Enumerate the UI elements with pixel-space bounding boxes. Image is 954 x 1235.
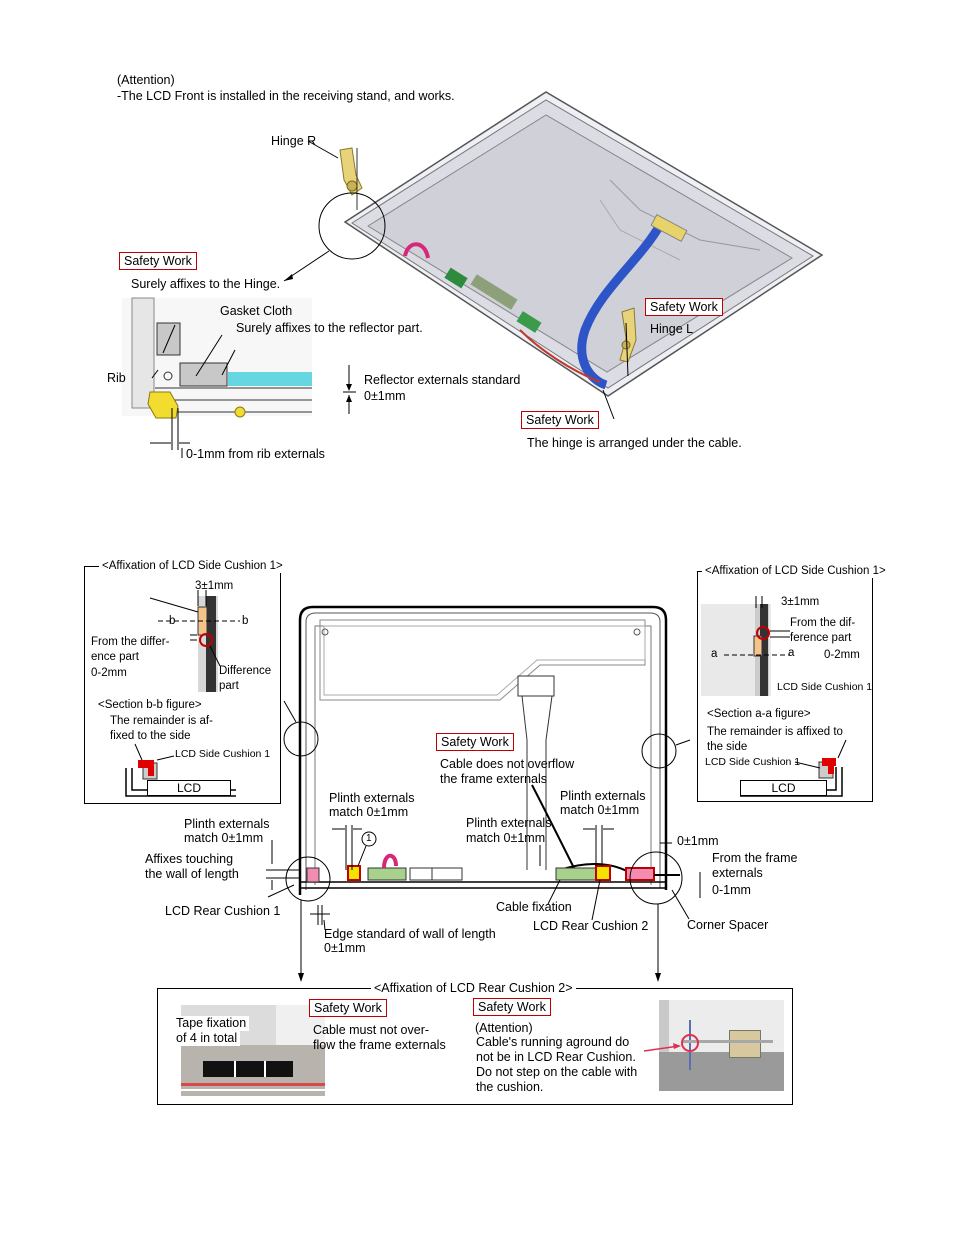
cable-overflow-line: Cable must not over- (313, 1023, 430, 1037)
right-section-title: <Section a-a figure> (707, 708, 811, 720)
right-diff-line: 0-2mm (824, 649, 860, 661)
safety-work-badge: Safety Work (436, 733, 514, 751)
gasket-note: Surely affixes to the reflector part. (236, 321, 423, 335)
cable-overflow-line: flow the frame externals (313, 1038, 446, 1052)
safety-hinge-note: Surely affixes to the Hinge. (131, 277, 281, 291)
safety-work-badge: Safety Work (119, 252, 197, 270)
edge-standard-line: Edge standard of wall of length (324, 927, 496, 941)
edge-standard-line: 0±1mm (324, 941, 366, 955)
cable-cushion-photo (659, 1000, 784, 1091)
tape-fixation-line: Tape fixation (176, 1016, 250, 1031)
safety-work-badge: Safety Work (521, 411, 599, 429)
right-cushion-photo-label: LCD Side Cushion 1 (777, 681, 873, 693)
rear-cushion-2-label: LCD Rear Cushion 2 (533, 919, 649, 933)
reflector-standard-label: Reflector externals standard (364, 373, 521, 387)
circled-number-1: 1 (366, 833, 372, 844)
from-frame-line: externals (712, 866, 763, 880)
reflector-tolerance: 0±1mm (364, 389, 406, 403)
left-remainder-line: fixed to the side (110, 730, 191, 742)
left-diff-line: 0-2mm (91, 667, 127, 679)
plinth-label: Plinth externals (466, 816, 552, 830)
gasket-cloth-label: Gasket Cloth (220, 304, 293, 318)
right-remainder-line: The remainder is affixed to (707, 726, 843, 738)
cable-note-line: the frame externals (440, 772, 547, 786)
right-lcd-box: LCD (740, 780, 827, 796)
affixes-line: Affixes touching (145, 852, 234, 866)
right-diff-line: ference part (790, 632, 852, 644)
corner-spacer-label: Corner Spacer (687, 918, 769, 932)
plinth-label: Plinth externals (560, 789, 646, 803)
from-frame-line: 0-1mm (712, 883, 751, 897)
safety-work-badge: Safety Work (309, 999, 387, 1017)
right-a-marker: a (711, 648, 718, 660)
attention-line: Do not step on the cable with (476, 1065, 638, 1079)
tape-fixation-line: of 4 in total (176, 1031, 241, 1046)
hinge-cable-note: The hinge is arranged under the cable. (527, 436, 742, 450)
frame-tolerance: 0±1mm (677, 834, 719, 848)
left-diff-line: From the differ- (91, 636, 170, 648)
attention-title: (Attention) (117, 73, 175, 87)
right-a-marker: a (788, 647, 795, 659)
left-remainder-line: The remainder is af- (110, 715, 213, 727)
left-lcd-box: LCD (147, 780, 231, 796)
affixes-line: the wall of length (145, 867, 239, 881)
left-difference-label: Difference (219, 665, 272, 677)
plinth-label: Plinth externals (184, 817, 270, 831)
from-frame-line: From the frame (712, 851, 798, 865)
right-remainder-line: the side (707, 741, 748, 753)
right-diff-line: From the dif- (790, 617, 856, 629)
hinge-l-label: Hinge L (650, 322, 694, 336)
attention-line: not be in LCD Rear Cushion. (476, 1050, 636, 1064)
safety-work-badge: Safety Work (473, 998, 551, 1016)
plinth-tolerance: match 0±1mm (184, 831, 264, 845)
hinge-r-label: Hinge R (271, 134, 317, 148)
left-cushion-label: LCD Side Cushion 1 (175, 748, 271, 760)
cable-note-line: Cable does not overflow (440, 757, 575, 771)
right-panel-title: <Affixation of LCD Side Cushion 1> (702, 564, 889, 578)
attention-line: -The LCD Front is installed in the recei… (117, 89, 455, 103)
plinth-tolerance: match 0±1mm (466, 831, 546, 845)
attention-label: (Attention) (475, 1021, 533, 1035)
left-b-marker: b (242, 615, 249, 627)
rib-externals-note: 0-1mm from rib externals (186, 447, 325, 461)
plinth-tolerance: match 0±1mm (329, 805, 409, 819)
rib-label: Rib (107, 371, 126, 385)
left-section-title: <Section b-b figure> (98, 699, 202, 711)
safety-work-badge: Safety Work (645, 298, 723, 316)
attention-line: the cushion. (476, 1080, 544, 1094)
right-cushion-label: LCD Side Cushion 1 (705, 756, 801, 768)
plinth-tolerance: match 0±1mm (560, 803, 640, 817)
left-difference-label: part (219, 680, 239, 692)
left-dim-3mm: 3±1mm (195, 580, 234, 592)
lcd-front-assembly-illustration (122, 91, 824, 458)
left-b-marker: b (169, 615, 176, 627)
rear-cushion-panel-title: <Affixation of LCD Rear Cushion 2> (371, 981, 576, 996)
attention-line: Cable's running aground do (476, 1035, 630, 1049)
left-diff-line: ence part (91, 651, 139, 663)
rear-cushion-1-label: LCD Rear Cushion 1 (165, 904, 281, 918)
right-dim-3mm: 3±1mm (781, 596, 820, 608)
left-panel-title: <Affixation of LCD Side Cushion 1> (99, 559, 286, 573)
plinth-label: Plinth externals (329, 791, 415, 805)
cable-fixation-label: Cable fixation (496, 900, 572, 914)
